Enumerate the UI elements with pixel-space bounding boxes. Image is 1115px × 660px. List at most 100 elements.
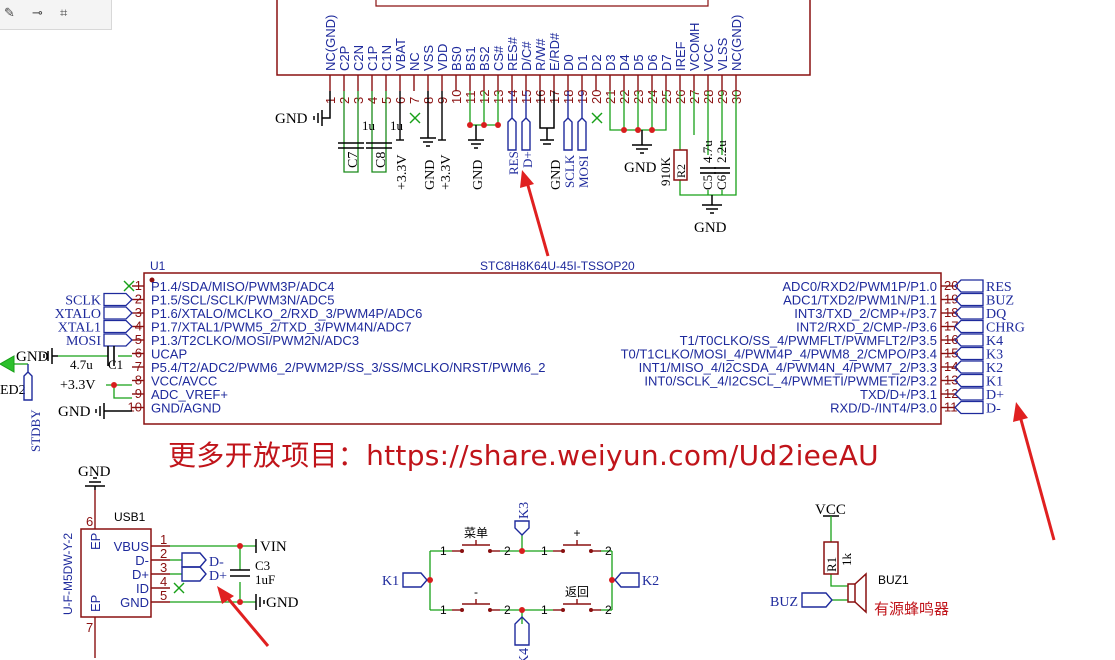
usb-ref: USB1 [114,510,146,524]
mcu-ref: U1 [150,259,166,273]
r1-value: 1k [839,553,854,567]
bs-net: GND [471,160,486,190]
oled-pin-name: D7 [659,54,674,71]
gnd-symbol [539,91,555,145]
pencil-icon[interactable]: ✎ [4,6,15,21]
right-net-label: BUZ [986,294,1014,309]
mcu-pin-name: UCAP [151,347,187,362]
usb-pin-number: 4 [160,574,167,589]
buzzer-vcc-net: VCC [815,502,846,518]
no-connect-mark [123,280,135,292]
mcu-pin-name: VCC/AVCC [151,374,217,389]
mcu-pin-name: TXD/D+/P3.1 [860,387,937,402]
key-pin-number: 1 [541,603,548,617]
c1-value: 4.7u [70,357,93,372]
no-connect-mark [173,582,185,594]
oled-pin-name: NC [407,52,422,71]
toolbar: ✎ ⊸ ⌗ [0,0,112,30]
usb-dplus-net: D+ [209,569,227,584]
r2-value: 910K [658,157,673,187]
wire-icon[interactable]: ⊸ [32,6,43,21]
no-connect-mark [591,112,603,124]
oled-pin-name: VCOMH [687,23,702,71]
net-flag [954,306,984,320]
no-connect-mark [409,112,421,124]
right-net-label: DQ [986,307,1006,322]
mcu-pin-number: 9 [135,386,142,401]
gnd-symbol [85,477,105,490]
usb-part: U-F-M5DW-Y-2 [61,533,75,615]
r1-ref: R1 [824,557,839,572]
erd-net: GND [549,160,564,190]
oled-pin-name: D1 [575,54,590,71]
vin-net: VIN [260,539,287,555]
mcu-pin-number: 15 [944,346,958,361]
select-icon[interactable]: ⌗ [60,6,68,21]
mcu-pin-name: T0/T1CLKO/MOSI_4/PWM4P_4/PWM8_2/CMPO/P3.… [621,347,937,362]
c7-capacitor [338,142,364,149]
iref-gnd-net: GND [694,220,727,236]
mcu-pin-name: P1.7/XTAL1/PWM5_2/TXD_3/PWM4N/ADC7 [151,320,412,335]
oled-pin-name: C2N [351,45,366,71]
promo-link[interactable]: 更多开放项目：https://share.weiyun.com/Ud2ieeAU [168,439,879,472]
r2-ref: R2 [674,164,688,178]
usb-pin-number: 1 [160,532,167,547]
k1-net: K1 [382,574,399,589]
oled-pin-name: D/C# [519,41,534,71]
oled-pin-number: 7 [407,97,422,104]
usb-pin-name: ID [136,581,149,596]
oled-pin-name: D2 [589,54,604,71]
usb-ep-top-num: 6 [86,514,93,529]
gnd-symbol [702,195,722,214]
c3-ref: C3 [255,558,270,573]
right-net-label: K4 [986,334,1003,349]
mcu-pin-name: P1.6/XTALO/MCLKO_2/RXD_3/PWM4P/ADC6 [151,306,422,321]
mcu-pin-name: INT1/MISO_4/I2CSDA_4/PWM4N_4/PWM7_2/P3.3 [639,360,937,375]
oled-pin-name: D6 [645,54,660,71]
oled-pin-name: VLSS [715,37,730,71]
oled-pin-name: C2P [337,46,352,71]
mcu-pin-name: P1.5/SCL/SCLK/PWM3N/ADC5 [151,293,335,308]
net-flag [103,306,133,320]
oled-pin-name: C1P [365,46,380,71]
usb-ep-bottom: EP [88,595,103,612]
c5-capacitor [700,167,716,174]
buzzer-ref: BUZ1 [878,573,909,587]
usb-pin-number: 3 [160,560,167,575]
buzzer-wires [830,516,848,601]
oled-pin-name: D3 [603,54,618,71]
net-flag [954,387,984,401]
c7-c8-wires [343,91,387,173]
key-label: 返回 [565,585,589,599]
oled-pin-name: BS2 [477,46,492,71]
left-net-label: XTALO [55,307,101,322]
c8-value: 1u [390,118,404,133]
usb-gnd-top: GND [78,464,111,480]
oled-pin-name: E/RD# [547,32,562,71]
mcu-pin-name: INT3/TXD_2/CMP+/P3.7 [794,306,937,321]
oled-net-flags [507,91,587,151]
c8-capacitor [366,142,392,149]
r1-resistor [823,541,839,575]
mcu-pin-name: P1.4/SDA/MISO/PWM3P/ADC4 [151,279,335,294]
gnd-symbol [95,403,132,419]
c1-capacitor [107,346,115,366]
net-flag [954,360,984,374]
vdd-net: +3.3V [439,154,454,190]
c1-ref: C1 [108,357,123,372]
usb-ep-bottom-num: 7 [86,620,93,635]
annotation-arrow [217,586,270,647]
mcu-pin-number: 4 [135,319,142,334]
oled-pin-name: NC(GND) [323,15,338,71]
stdby-net: STDBY [28,409,43,452]
mcu-pin-number: 8 [135,373,142,388]
c3-value: 1uF [255,572,275,587]
oled-pin-name: CS# [491,45,506,71]
